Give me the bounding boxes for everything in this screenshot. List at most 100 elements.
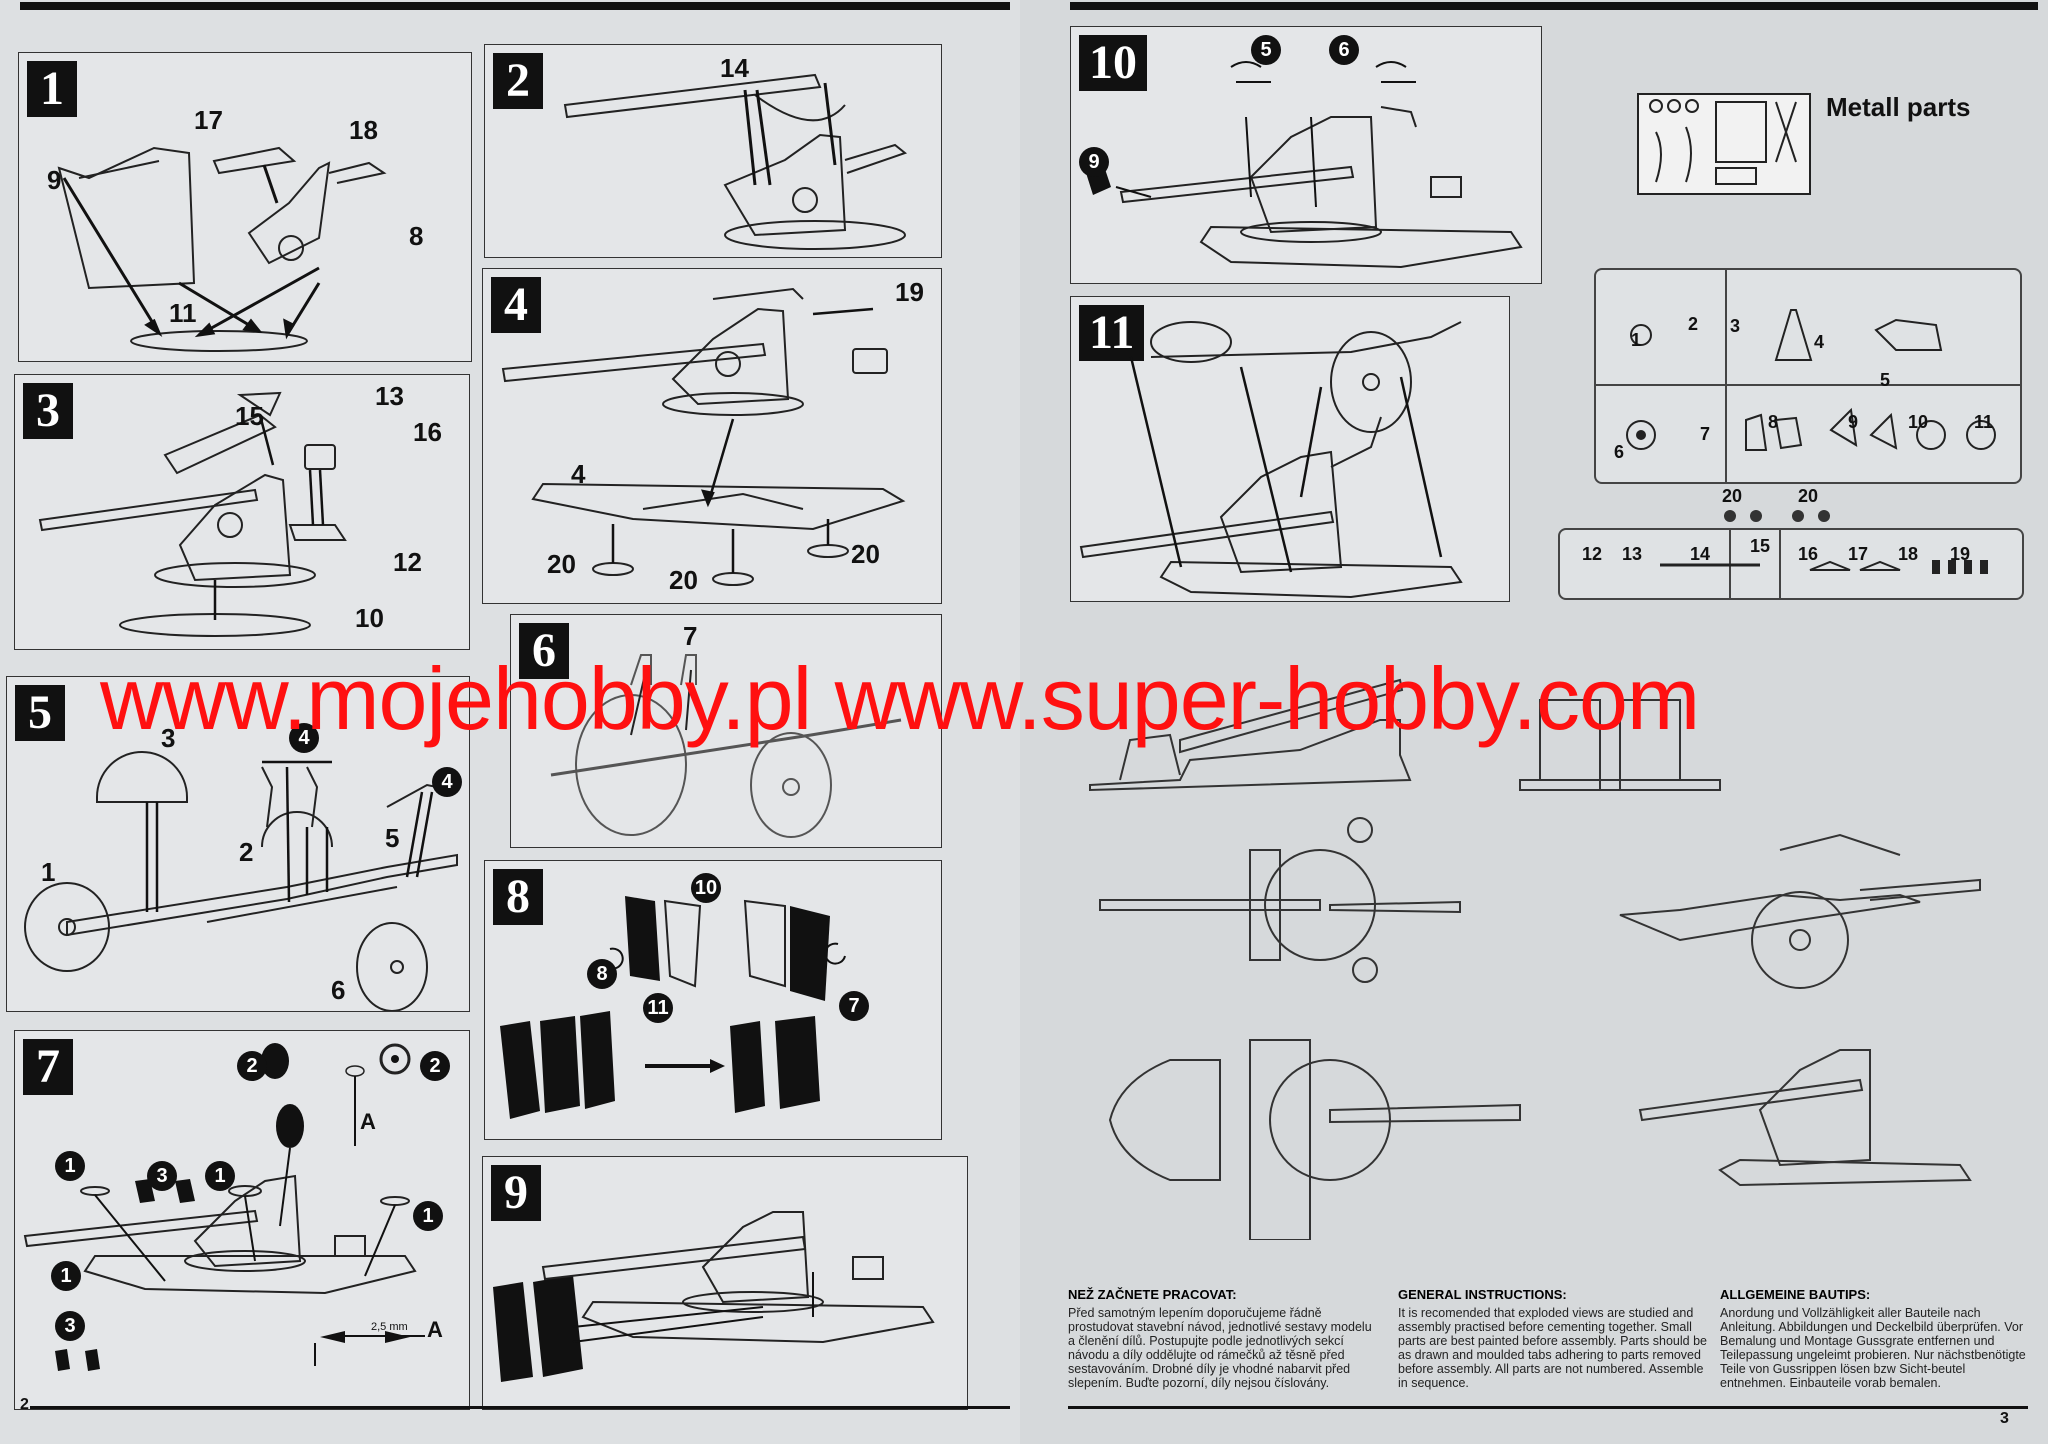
dimension-label: 2,5 mm [371,1321,408,1333]
step-4-drawing [501,287,906,586]
part-label: 18 [349,115,378,145]
part-label: 1 [41,857,56,887]
step-number: 4 [491,277,541,333]
step-1-drawing [57,146,387,352]
subassembly-ref: 1 [205,1161,235,1191]
instructions-body: Před samotným lepením doporučujeme řádně… [1068,1306,1372,1390]
step-10-panel: 10 5 6 9 [1070,26,1542,284]
step-3-panel: 3 15 13 16 12 10 [14,374,470,650]
part-label: 14 [720,53,749,83]
part-label: 7 [1700,424,1711,444]
metal-parts-title: Metall parts [1826,92,1971,122]
step-10-drawing [1081,61,1523,269]
part-label: 2 [1688,314,1699,334]
part-label: 10 [355,603,384,633]
step-5-panel: 5 3 4 4 2 5 1 6 [6,676,470,1012]
part-label: 5 [1880,370,1891,390]
step-number: 10 [1079,35,1147,91]
subassembly-ref: 1 [51,1261,81,1291]
sprue-b: 12 13 14 15 16 17 18 19 [1558,528,2024,600]
step-1-panel: 1 17 18 9 8 11 [18,52,472,362]
subassembly-ref: 2 [420,1051,450,1081]
step-number: 8 [493,869,543,925]
part-label: 3 [161,723,176,753]
part-label: 13 [375,381,404,411]
sprue-a: 1 2 3 4 5 6 7 8 9 10 11 [1594,268,2022,484]
part-label: 12 [393,547,422,577]
step-7-panel: 7 2 2 1 3 1 [14,1030,470,1410]
step-8-drawing [500,896,846,1119]
subassembly-ref: 2 [237,1051,267,1081]
subassembly-ref: 3 [55,1311,85,1341]
subassembly-ref: 4 [289,723,319,753]
step-number: 11 [1079,305,1145,361]
instructions-german: ALLGEMEINE BAUTIPS: Anordung und Vollzäh… [1720,1287,2030,1391]
part-label: 11 [169,298,197,328]
page-number-right: 3 [2000,1410,2009,1427]
step-number: 1 [27,61,77,117]
step-4-panel: 4 19 4 20 20 20 [482,268,942,604]
instructions-body: It is recomended that exploded views are… [1398,1306,1707,1390]
step-11-drawing [1079,321,1463,599]
part-label: 2 [239,837,254,867]
photo-etch-fret [1637,93,1811,195]
subassembly-ref: 9 [1079,147,1109,177]
instructions-body: Anordung und Vollzähligkeit aller Bautei… [1720,1306,2026,1390]
step-number: 5 [15,685,65,741]
part-label: 8 [409,221,424,251]
instructions-czech: NEŽ ZAČNETE PRACOVAT: Před samotným lepe… [1068,1287,1378,1391]
part-label: 7 [683,621,698,651]
step-9-panel: 9 [482,1156,968,1410]
subassembly-ref: 3 [147,1161,177,1191]
step-7-drawing [23,1043,425,1371]
part-label: 19 [1950,544,1971,564]
subassembly-ref: 1 [55,1151,85,1181]
subassembly-ref: 1 [413,1201,443,1231]
part-label: 12 [1582,544,1603,564]
part-label: 9 [1848,412,1859,432]
step-number: 2 [493,53,543,109]
instructions-english: GENERAL INSTRUCTIONS: It is recomended t… [1398,1287,1708,1391]
instructions-heading: GENERAL INSTRUCTIONS: [1398,1287,1567,1302]
part-label: 15 [235,401,264,431]
step-2-panel: 2 14 [484,44,942,258]
part-label: 20 [851,539,880,569]
detail-label: A [427,1317,443,1342]
part-label: 20 [547,549,576,579]
bottom-rule-right [1068,1406,2028,1409]
top-rule-left [20,2,1010,10]
bottom-rule-left [30,1406,1010,1409]
subassembly-ref: 8 [587,959,617,989]
subassembly-ref: 5 [1251,35,1281,65]
page-number-left: 2 [20,1396,29,1413]
watermark-text: www.mojehobby.pl www.super-hobby.com [100,649,1700,748]
sprue-b-drawing [1660,530,1988,598]
step-3-drawing [38,391,347,637]
subassembly-ref: 6 [1329,35,1359,65]
instructions-heading: ALLGEMEINE BAUTIPS: [1720,1287,1871,1302]
step-number: 9 [491,1165,541,1221]
part-label: 14 [1690,544,1711,564]
part-label: 8 [1768,412,1779,432]
subassembly-ref: 11 [643,993,673,1023]
part-label: 6 [1614,442,1625,462]
step-number: 6 [519,623,569,679]
instructions-heading: NEŽ ZAČNETE PRACOVAT: [1068,1287,1237,1302]
sprue-b-washers [1724,510,1830,522]
part-label: 16 [413,417,442,447]
top-rule-right [1070,2,2038,10]
part-label: 11 [1974,412,1994,432]
detail-label: A [360,1109,376,1134]
part-label: 1 [1631,330,1642,350]
part-label: 13 [1622,544,1643,564]
part-label: 17 [194,105,223,135]
part-label: 10 [1908,412,1929,432]
part-label: 20 [1798,486,1819,506]
part-label: 4 [571,459,586,489]
part-label: 17 [1848,544,1869,564]
subassembly-ref: 10 [691,873,721,903]
step-8-panel: 8 10 8 11 7 [484,860,942,1140]
sprue-a-drawing [1596,270,2020,482]
part-label: 20 [1722,486,1743,506]
part-label: 9 [47,165,62,195]
